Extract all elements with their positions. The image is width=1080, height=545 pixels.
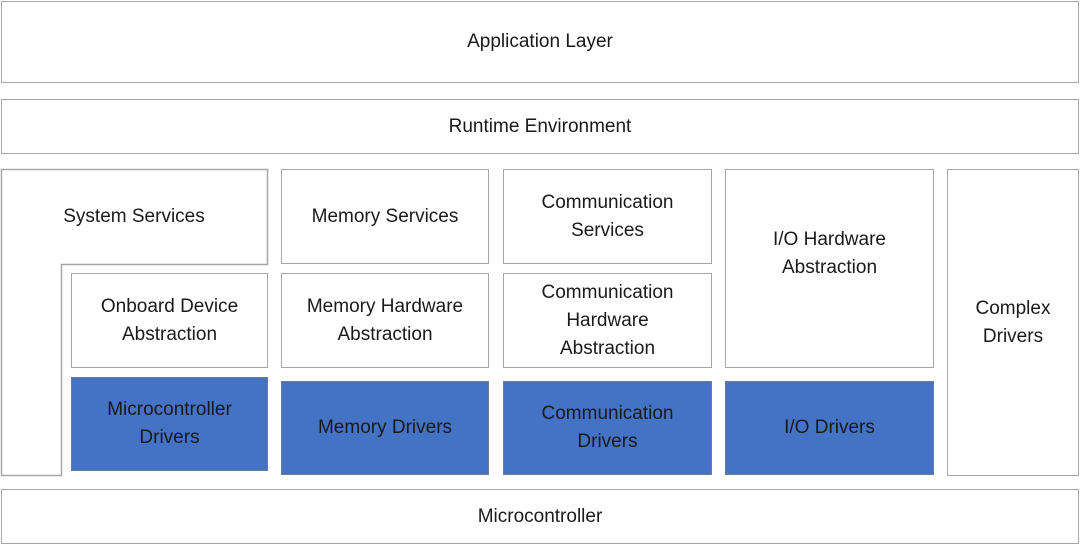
memory-hardware-abstraction-box: Memory Hardware Abstraction xyxy=(281,273,489,368)
io-drivers-label: I/O Drivers xyxy=(784,417,875,438)
memory-drivers-label: Memory Drivers xyxy=(317,417,453,438)
memory-services-label: Memory Services xyxy=(311,205,459,227)
onboard-device-abstraction-box: Onboard Device Abstraction xyxy=(71,273,268,368)
communication-hardware-abstraction-box: Communication Hardware Abstraction xyxy=(503,273,712,368)
communication-services-label: Communication Services xyxy=(541,191,674,241)
communication-hardware-abstraction-label: Communication Hardware Abstraction xyxy=(541,281,674,359)
io-drivers-box: I/O Drivers xyxy=(725,381,934,475)
io-hardware-abstraction-box: I/O Hardware Abstraction xyxy=(725,169,934,368)
microcontroller-layer-label: Microcontroller xyxy=(477,505,603,527)
onboard-device-abstraction-label: Onboard Device Abstraction xyxy=(100,295,239,345)
communication-drivers-box: Communication Drivers xyxy=(503,381,712,475)
application-layer-label: Application Layer xyxy=(467,31,613,52)
runtime-environment-box: Runtime Environment xyxy=(1,99,1079,154)
complex-drivers-label: Complex Drivers xyxy=(975,297,1051,347)
microcontroller-layer-box: Microcontroller xyxy=(1,489,1079,544)
memory-hardware-abstraction-label: Memory Hardware Abstraction xyxy=(306,295,464,345)
complex-drivers-box: Complex Drivers xyxy=(947,169,1079,476)
runtime-environment-label: Runtime Environment xyxy=(448,115,632,137)
memory-drivers-box: Memory Drivers xyxy=(281,381,489,475)
communication-services-box: Communication Services xyxy=(503,169,712,264)
application-layer-box: Application Layer xyxy=(1,1,1079,83)
memory-services-box: Memory Services xyxy=(281,169,489,264)
communication-drivers-label: Communication Drivers xyxy=(541,403,674,452)
microcontroller-drivers-label: Microcontroller Drivers xyxy=(107,399,232,448)
microcontroller-drivers-box: Microcontroller Drivers xyxy=(71,377,268,471)
system-services-label: System Services xyxy=(63,206,205,227)
io-hardware-abstraction-label: I/O Hardware Abstraction xyxy=(773,228,886,278)
